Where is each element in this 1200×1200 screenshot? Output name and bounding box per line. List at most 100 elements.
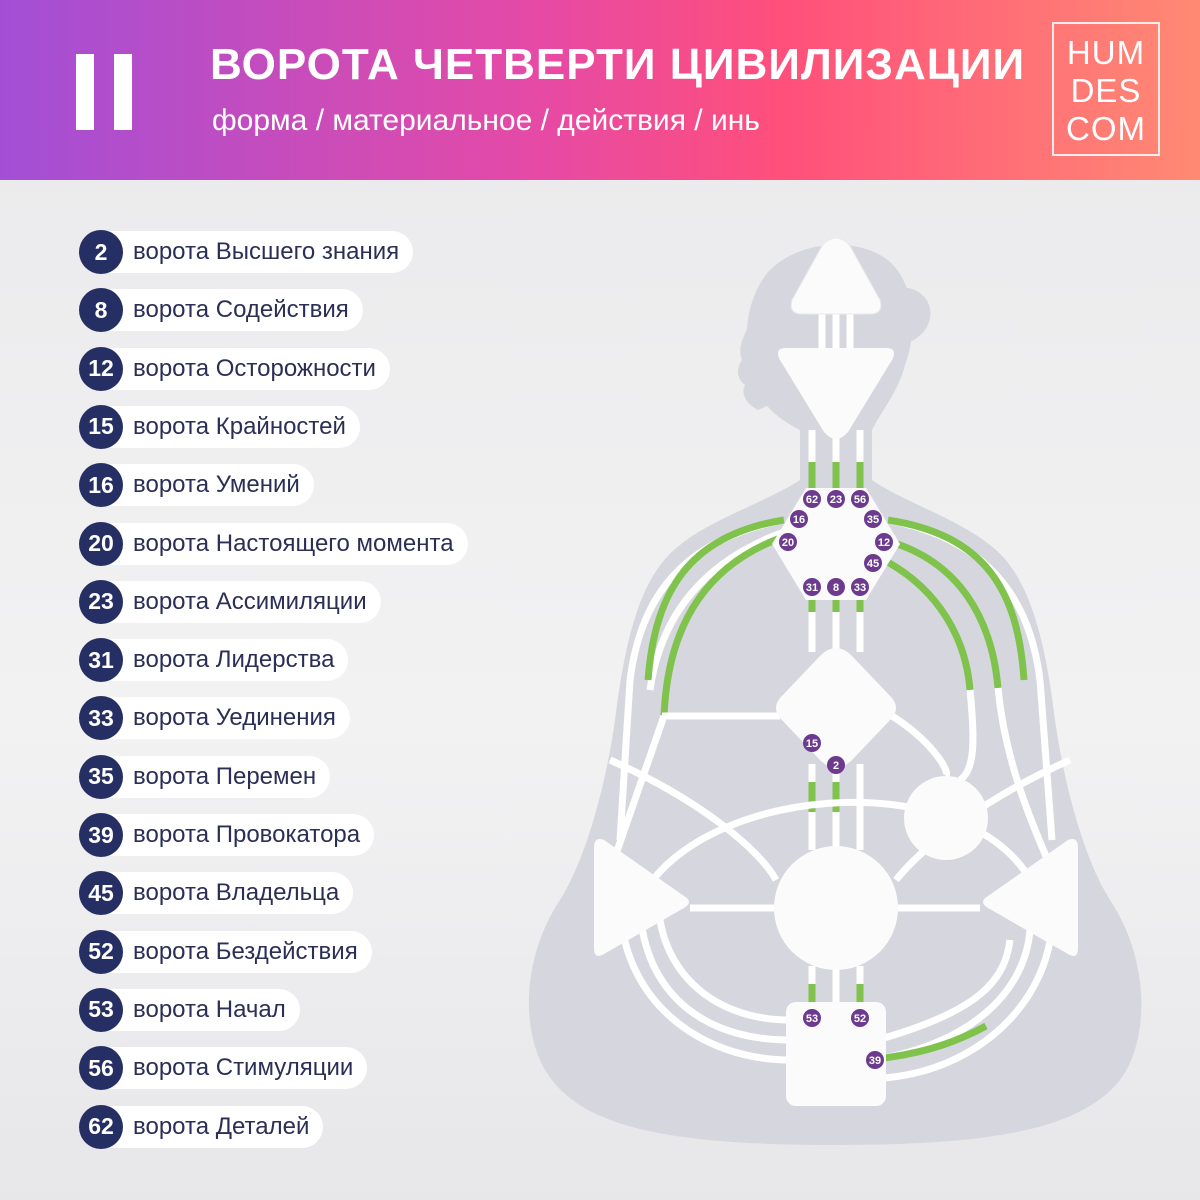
channel-spleen-root [656,919,791,1024]
sacral-center [774,846,898,970]
svg-text:20: 20 [782,537,794,549]
svg-text:31: 31 [806,582,818,594]
gate-list-item: 15 ворота Крайностей [79,404,360,449]
channel-throat-heart [957,689,977,783]
channel-lines [596,314,1072,1082]
svg-text:53: 53 [806,1013,818,1025]
svg-text:16: 16 [793,514,805,526]
gate-list-item: 2 ворота Высшего знания [79,230,414,274]
gate-label: ворота Ассимиляции [133,587,367,615]
gate-badge: 39 [866,1051,884,1069]
gate-label: ворота Лидерства [133,646,335,674]
gate-label: ворота Бездействия [133,937,358,965]
page-subtitle: форма / материальное / действия / инь [212,104,760,137]
svg-text:39: 39 [869,1055,881,1067]
ajna-center [778,348,894,439]
gate-list-item: 39 ворота Провокатора [79,813,375,857]
gate-badge: 33 [851,578,869,596]
gate-number-badge: 52 [79,929,123,974]
heart-center [904,776,988,860]
gate-badge: 53 [803,1009,821,1027]
gate-list-item: 23 ворота Ассимиляции [79,579,381,624]
gate-list-item: 56 ворота Стимуляции [79,1046,368,1091]
gate-number-badge: 12 [79,346,123,391]
gate-badge: 52 [851,1009,869,1027]
gate-label: ворота Осторожности [133,354,376,382]
gate-label: ворота Настоящего момента [133,529,454,557]
gate-number-badge: 45 [79,871,123,916]
channel-solar-root-active [883,1022,988,1062]
gate-badge: 56 [851,490,869,508]
svg-text:8: 8 [833,582,839,594]
channel-solar-root [883,919,1056,1082]
gate-number-badge: 53 [79,987,123,1032]
channel-throat-spleen-active [644,516,785,681]
gate-number-badge: 31 [79,638,123,683]
svg-text:62: 62 [806,494,818,506]
gate-label: ворота Провокатора [133,821,361,848]
face-profile [738,300,780,410]
gate-badge: 20 [779,533,797,551]
solar-plexus-center [983,839,1078,956]
channel-spleen-root [636,909,791,1044]
gate-badge: 15 [803,734,821,752]
gate-number-badge: 56 [79,1046,123,1091]
svg-text:12: 12 [878,537,890,549]
gate-number-badge: 8 [79,288,123,333]
gate-label: ворота Владельца [133,879,340,907]
channel-throat-solar-active [882,556,974,691]
svg-text:2: 2 [833,760,839,772]
gate-list-item: 12 ворота Осторожности [79,346,390,391]
gate-number-badge: 2 [79,230,123,274]
svg-text:56: 56 [854,494,866,506]
channel-throat-solar-active [883,536,1002,689]
gate-label: ворота Перемен [133,762,317,790]
svg-text:15: 15 [806,738,818,750]
spleen-center [594,839,689,956]
channel-solar-root [883,939,1014,1042]
channel-throat-spleen [646,526,792,691]
roman-numeral-two [76,54,136,130]
gate-label: ворота Начал [133,995,286,1023]
gate-list-item: 16 ворота Умений [79,463,314,508]
channel-g-heart [890,713,950,778]
gate-number-badge: 39 [79,813,123,857]
gate-label: ворота Стимуляции [133,1054,354,1082]
gate-badge: 8 [827,578,845,596]
gate-number-badge: 16 [79,463,123,508]
logo-line: HUM [1066,34,1146,71]
humdescom-logo: HUM DES COM [1052,22,1160,156]
gate-badge: 45 [864,554,882,572]
logo-line: COM [1066,110,1146,147]
hair-bun [880,287,931,344]
gate-label: ворота Крайностей [133,412,346,440]
gate-badge: 35 [864,510,882,528]
channel-throat-spleen-active [660,530,794,717]
gate-badges: 62 23 56 16 35 20 12 45 31 8 33 15 2 53 52 39 [779,490,893,1069]
logo-line: DES [1070,72,1142,109]
gate-number-badge: 15 [79,404,123,449]
channel-spleen-solar-arc [636,799,1044,902]
gate-badge: 2 [827,756,845,774]
gate-label: ворота Умений [133,471,300,499]
gate-label: ворота Высшего знания [133,238,400,265]
gate-label: ворота Уединения [133,704,336,732]
header-banner: ВОРОТА ЧЕТВЕРТИ ЦИВИЛИЗАЦИИ форма / мате… [0,0,1200,180]
gate-list-item: 45 ворота Владельца [79,871,354,916]
gate-label: ворота Содействия [133,296,349,324]
gate-list-item: 31 ворота Лидерства [79,638,349,683]
channel-cross [608,756,780,882]
gate-number-badge: 23 [79,579,123,624]
gate-badge: 23 [827,490,845,508]
svg-text:33: 33 [854,582,866,594]
page-title: ВОРОТА ЧЕТВЕРТИ ЦИВИЛИЗАЦИИ [210,40,1026,89]
gate-badge: 62 [803,490,821,508]
svg-text:35: 35 [867,514,879,526]
gate-badge: 16 [790,510,808,528]
gate-list-item: 8 ворота Содействия [79,288,363,333]
